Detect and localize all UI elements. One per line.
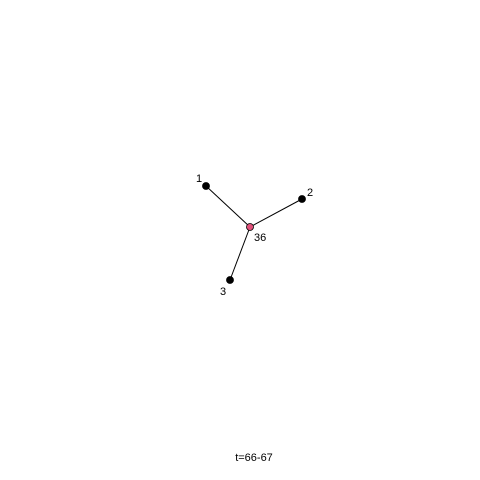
node-36 [246,223,254,231]
edge-n36-n3 [229,226,251,281]
edge-n36-n1 [205,185,251,228]
node-label-36: 36 [254,232,266,244]
node-2 [298,195,306,203]
edge-n36-n2 [249,198,303,228]
node-label-2: 2 [307,187,313,199]
node-label-1: 1 [196,173,202,185]
edges-layer [205,185,303,281]
node-label-3: 3 [220,286,226,298]
labels-layer: 36 1 2 3 [196,173,313,298]
node-3 [226,276,234,284]
nodes-layer [202,182,306,284]
time-label: t=66-67 [235,452,273,464]
node-1 [202,182,210,190]
